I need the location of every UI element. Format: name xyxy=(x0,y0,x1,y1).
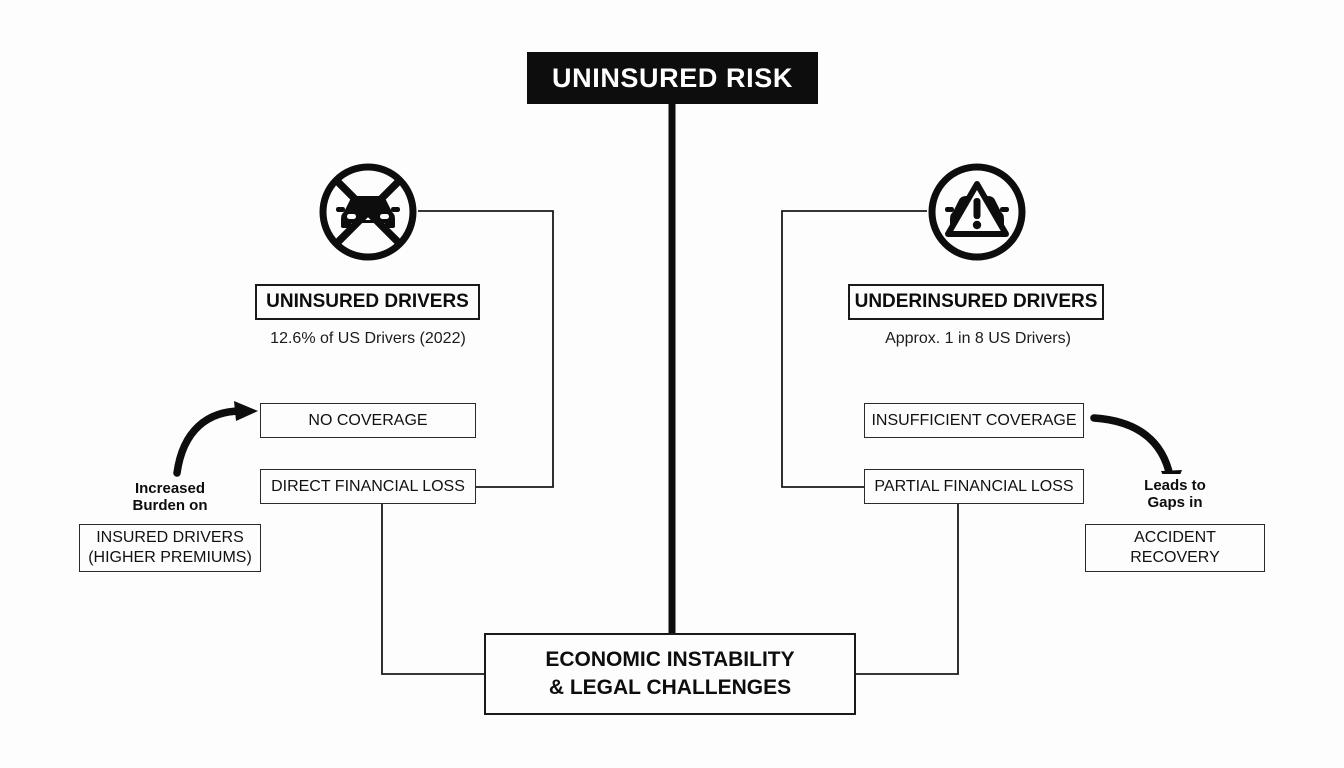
left-heading-box: UNINSURED DRIVERS xyxy=(255,284,480,320)
left-caption: 12.6% of US Drivers (2022) xyxy=(240,326,496,352)
outcome-line-2: & LEGAL CHALLENGES xyxy=(548,676,792,699)
right-heading-text: UNDERINSURED DRIVERS xyxy=(854,291,1098,312)
connector-left-icon-to-loss xyxy=(418,210,554,488)
left-outcome-line-1: INSURED DRIVERS xyxy=(96,529,244,547)
arrow-increased-burden xyxy=(173,401,258,477)
connector-right-icon-to-loss xyxy=(781,210,927,488)
outcome-box: ECONOMIC INSTABILITY & LEGAL CHALLENGES xyxy=(484,633,856,715)
right-heading-box: UNDERINSURED DRIVERS xyxy=(848,284,1104,320)
right-caption: Approx. 1 in 8 US Drivers) xyxy=(850,326,1106,352)
left-outcome-box: INSURED DRIVERS (HIGHER PREMIUMS) xyxy=(79,524,261,572)
left-step-two-text: DIRECT FINANCIAL LOSS xyxy=(271,477,465,495)
title-banner: UNINSURED RISK xyxy=(527,52,818,104)
right-step-one-text: INSUFFICIENT COVERAGE xyxy=(871,411,1077,429)
title-text: UNINSURED RISK xyxy=(552,62,793,93)
left-annotation-line-2: Burden on xyxy=(132,497,208,514)
right-step-one-box: INSUFFICIENT COVERAGE xyxy=(864,403,1084,438)
left-annotation: Increased Burden on xyxy=(100,477,240,519)
right-annotation-line-1: Leads to xyxy=(1144,477,1206,495)
left-step-one-box: NO COVERAGE xyxy=(260,403,476,438)
no-car-icon xyxy=(319,163,417,261)
left-heading-text: UNINSURED DRIVERS xyxy=(266,291,469,312)
right-outcome-box: ACCIDENT RECOVERY xyxy=(1085,524,1265,572)
left-step-one-text: NO COVERAGE xyxy=(308,411,428,429)
car-warning-icon xyxy=(928,163,1026,261)
connector-right-loss-to-outcome xyxy=(856,503,959,675)
right-annotation-line-2: Gaps in xyxy=(1147,494,1203,511)
right-caption-text: Approx. 1 in 8 US Drivers) xyxy=(885,330,1071,347)
right-outcome-line-1: ACCIDENT xyxy=(1134,529,1216,547)
left-annotation-line-1: Increased xyxy=(134,480,206,498)
right-step-two-box: PARTIAL FINANCIAL LOSS xyxy=(864,469,1084,504)
right-annotation: Leads to Gaps in xyxy=(1110,474,1240,516)
left-step-two-box: DIRECT FINANCIAL LOSS xyxy=(260,469,476,504)
outcome-line-1: ECONOMIC INSTABILITY xyxy=(545,648,795,672)
left-outcome-line-2: (HIGHER PREMIUMS) xyxy=(88,549,252,566)
connector-left-loss-to-outcome xyxy=(381,503,484,675)
right-step-two-text: PARTIAL FINANCIAL LOSS xyxy=(874,477,1074,495)
left-caption-text: 12.6% of US Drivers (2022) xyxy=(270,330,466,347)
right-outcome-line-2: RECOVERY xyxy=(1130,549,1220,566)
